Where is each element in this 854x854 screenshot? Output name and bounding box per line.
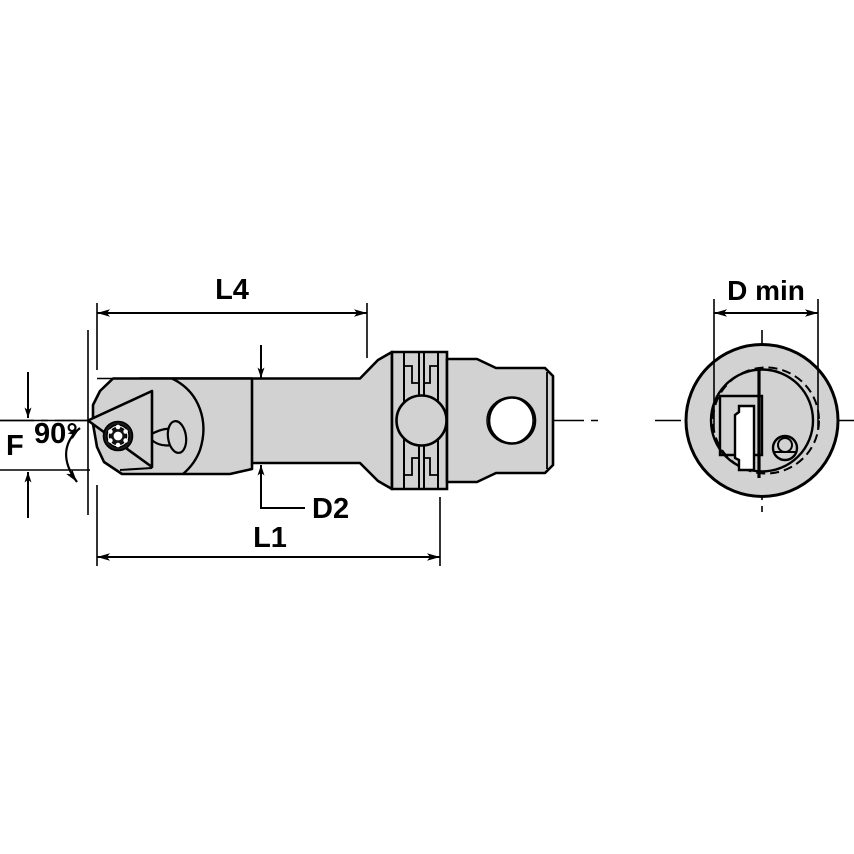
end-view-screw-inner [777, 437, 793, 453]
dimension-lead-angle-label: 90° [34, 418, 78, 450]
end-view-insert-pocket [718, 394, 764, 457]
side-view-group: L4 L1 D2 F [0, 274, 600, 566]
end-view-insert-face [733, 404, 756, 472]
locking-ball [395, 394, 448, 447]
dimension-l4-label: L4 [215, 274, 249, 306]
dimension-lead-angle: 90° [34, 330, 89, 515]
drive-hole-inner-edge [486, 396, 534, 445]
end-view-clamp-screw [771, 434, 799, 462]
dimension-d-min: D min [713, 275, 819, 430]
end-view-bore-circle [709, 368, 815, 473]
dimension-d2: D2 [257, 345, 349, 525]
insert-seat-edge [119, 467, 153, 471]
dimension-d-min-label: D min [727, 275, 805, 306]
d2-leader [260, 499, 305, 509]
head-transition-arc [171, 377, 205, 475]
flange-lower-detail-left [404, 457, 419, 476]
end-view-min-bore-circle [712, 366, 820, 475]
dimension-l1-label: L1 [253, 522, 287, 554]
coolant-port-oval [166, 420, 188, 454]
drive-hole [487, 396, 537, 445]
dimension-f: F [0, 372, 90, 518]
flange-upper-detail-left [404, 365, 419, 384]
screw-center [113, 431, 123, 441]
flange-upper-detail-right [424, 365, 438, 384]
torx-lobes [108, 424, 128, 448]
insert-clamp-screw [102, 420, 134, 452]
dimension-l4: L4 [96, 274, 368, 370]
coupling-flange [390, 350, 449, 491]
dimension-d2-label: D2 [312, 493, 349, 525]
flange-lower-detail-right [424, 457, 438, 476]
dimension-f-label: F [6, 430, 24, 462]
end-view-group: D min [655, 275, 854, 512]
angle-arc [65, 427, 81, 483]
dimension-l1: L1 [96, 485, 441, 566]
